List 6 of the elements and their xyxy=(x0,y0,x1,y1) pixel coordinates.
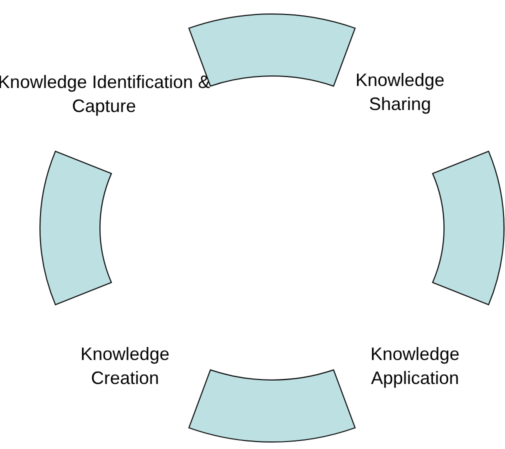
arc-segment xyxy=(39,150,112,306)
stage-label: Knowledge Sharing xyxy=(354,69,446,116)
stage-label: Knowledge Application xyxy=(369,343,461,390)
arc-segment xyxy=(188,369,356,442)
arc-segment xyxy=(432,150,505,306)
stage-label: Knowledge Creation xyxy=(79,343,171,390)
